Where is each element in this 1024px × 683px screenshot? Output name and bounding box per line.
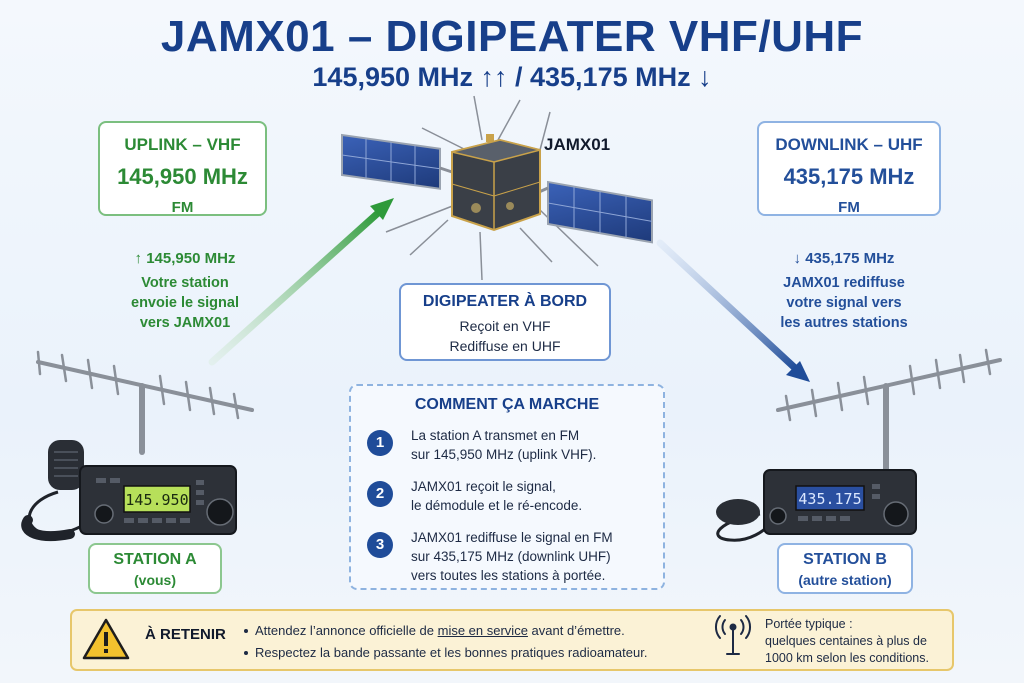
uplink-mode: FM xyxy=(171,199,194,216)
step-line: La station A transmet en FM xyxy=(411,428,580,443)
step-item: 1 La station A transmet en FM sur 145,95… xyxy=(367,426,657,470)
step-line: le démodule et le ré-encode. xyxy=(411,498,583,513)
radio-b-display: 435.175 xyxy=(798,490,861,508)
uplink-note: ↑ 145,950 MHz Votre station envoie le si… xyxy=(100,249,270,333)
how-it-works-panel: COMMENT ÇA MARCHE 1 La station A transme… xyxy=(349,384,665,590)
reminder-bullet-text: avant d’émettre. xyxy=(527,623,625,638)
uplink-card: UPLINK – VHF 145,950 MHz FM xyxy=(98,121,267,216)
uplink-arrow xyxy=(208,198,394,366)
step-text: La station A transmet en FM sur 145,950 … xyxy=(411,426,596,464)
reminder-heading: À RETENIR xyxy=(145,626,226,643)
yagi-antenna-right-icon xyxy=(776,348,1002,473)
satellite-icon xyxy=(341,95,653,281)
how-it-works-heading: COMMENT ÇA MARCHE xyxy=(414,396,600,413)
radio-transceiver-a-icon xyxy=(21,440,237,542)
uplink-note-line: Votre station xyxy=(141,275,229,291)
step-number-badge: 1 xyxy=(367,430,393,456)
range-line: quelques centaines à plus de xyxy=(765,634,927,648)
downlink-note: ↓ 435,175 MHz JAMX01 rediffuse votre sig… xyxy=(754,249,934,333)
uplink-note-frequency: ↑ 145,950 MHz xyxy=(134,250,236,267)
reminder-bar xyxy=(70,609,954,671)
page-subtitle: 145,950 MHz ↑↑ / 435,175 MHz ↓ xyxy=(312,62,712,92)
step-item: 2 JAMX01 reçoit le signal, le démodule e… xyxy=(367,477,657,521)
step-line: sur 145,950 MHz (uplink VHF). xyxy=(411,447,597,462)
range-line: 1000 km selon les conditions. xyxy=(765,651,929,665)
uplink-note-line: envoie le signal xyxy=(131,295,239,311)
downlink-frequency: 435,175 MHz xyxy=(783,164,915,189)
station-b-label: STATION B (autre station) xyxy=(777,543,913,594)
step-line: JAMX01 reçoit le signal, xyxy=(411,479,556,494)
station-a-label: STATION A (vous) xyxy=(88,543,222,594)
station-a-role: (vous) xyxy=(134,572,176,588)
step-text: JAMX01 reçoit le signal, le démodule et … xyxy=(411,477,582,515)
step-line: JAMX01 rediffuse le signal en FM xyxy=(411,530,613,545)
digipeater-line: Rediffuse en UHF xyxy=(449,338,561,354)
reminder-bullets: Attendez l’annonce officielle de mise en… xyxy=(243,620,647,664)
step-item: 3 JAMX01 rediffuse le signal en FM sur 4… xyxy=(367,528,657,583)
downlink-note-line: votre signal vers xyxy=(786,295,902,311)
satellite-label: JAMX01 xyxy=(544,135,611,154)
downlink-arrow xyxy=(656,239,810,382)
radio-transceiver-b-icon xyxy=(716,469,917,542)
digipeater-line: Reçoit en VHF xyxy=(459,318,551,334)
downlink-note-line: JAMX01 rediffuse xyxy=(783,275,905,291)
downlink-note-frequency: ↓ 435,175 MHz xyxy=(793,250,895,267)
digipeater-heading: DIGIPEATER À BORD xyxy=(422,293,588,310)
station-b-name: STATION B xyxy=(803,551,887,568)
radio-a-display: 145.950 xyxy=(125,491,188,509)
downlink-card: DOWNLINK – UHF 435,175 MHz FM xyxy=(757,121,941,216)
station-b-role: (autre station) xyxy=(798,572,892,588)
range-line: Portée typique : xyxy=(765,617,853,631)
step-number-badge: 3 xyxy=(367,532,393,558)
downlink-mode: FM xyxy=(838,199,860,216)
downlink-note-line: les autres stations xyxy=(780,315,908,331)
digipeater-card: DIGIPEATER À BORD Reçoit en VHF Rediffus… xyxy=(399,283,611,361)
step-line: vers toutes les stations à portée. xyxy=(411,568,606,583)
range-info: Portée typique : quelques centaines à pl… xyxy=(765,616,929,667)
yagi-antenna-left-icon xyxy=(36,350,254,455)
reminder-bullet-text: Attendez l’annonce officielle de xyxy=(255,623,438,638)
reminder-bullet-emphasis: mise en service xyxy=(437,623,528,638)
uplink-heading: UPLINK – VHF xyxy=(124,135,241,154)
step-line: sur 435,175 MHz (downlink UHF) xyxy=(411,549,611,564)
step-number-badge: 2 xyxy=(367,481,393,507)
uplink-frequency: 145,950 MHz xyxy=(117,164,248,189)
page-title: JAMX01 – DIGIPEATER VHF/UHF xyxy=(160,12,864,61)
reminder-bullet: Attendez l’annonce officielle de mise en… xyxy=(243,620,647,642)
downlink-heading: DOWNLINK – UHF xyxy=(775,135,923,154)
step-text: JAMX01 rediffuse le signal en FM sur 435… xyxy=(411,528,613,585)
station-a-name: STATION A xyxy=(113,551,197,568)
uplink-note-line: vers JAMX01 xyxy=(139,315,231,331)
reminder-bullet: Respectez la bande passante et les bonne… xyxy=(255,645,648,660)
